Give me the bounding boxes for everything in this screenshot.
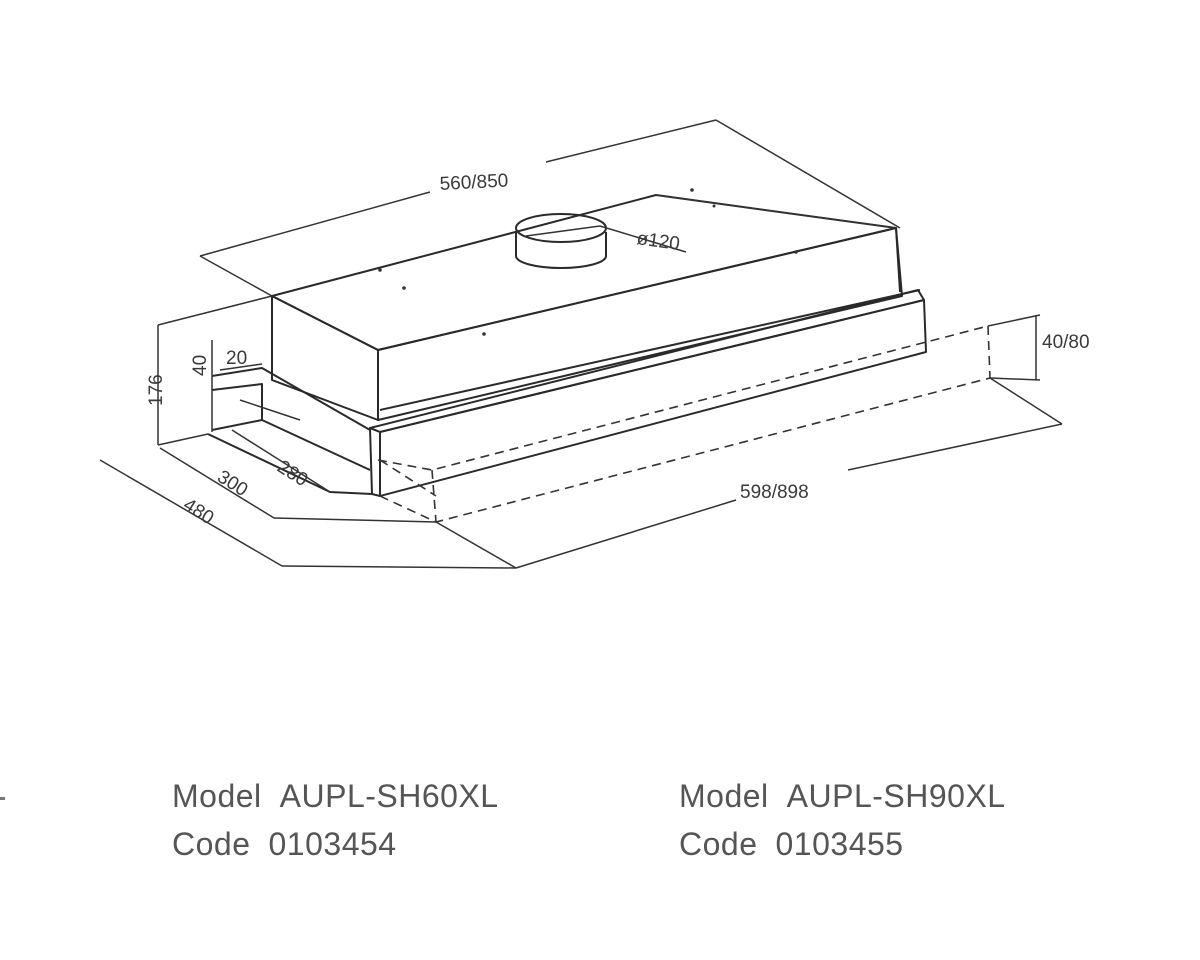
model-line: Model AUPL-SH60XL [172,772,499,820]
mounting-base [211,419,263,431]
visor-extended-top [377,325,989,471]
screw-mark [378,268,382,272]
visor-face [379,299,927,497]
dim-width-ext-right [989,377,1063,425]
screw-mark [712,204,716,208]
screw-mark [482,332,486,336]
screw-mark [402,286,406,290]
dim-depth-total-label: 480 [179,494,217,529]
dim-front-offset-label: 20 [226,348,247,369]
hood-top-back-edge [655,194,897,229]
code-line: Code 0103454 [172,820,499,868]
dim-front-height-label: 40 [190,355,211,376]
screw-mark [794,250,798,254]
dimension-labels: 560/850 ø120 176 40 20 280 300 480 598/8… [146,170,1090,529]
dim-height-label: 176 [146,374,167,406]
dim-height-ext-top [157,295,273,326]
dim-visor-height-label: 40/80 [1042,332,1090,353]
dim-depth-ext [273,517,437,523]
duct-diameter-leader [599,225,687,253]
dim-width-total-label: 598/898 [740,482,809,503]
hood-body [271,194,903,421]
model-value: AUPL-SH60XL [279,778,499,814]
screw-marks [378,188,798,336]
model-label: Model [172,778,262,814]
dim-front-offset-line [219,363,263,371]
duct-collar-body [515,232,607,269]
dim-width-diag-left [515,499,737,569]
visor-extended-side [987,325,991,379]
model-info-90: Model AUPL-SH90XL Code 0103455 [679,772,1006,868]
dimension-lines [99,119,1063,569]
dim-top-length-line-left [199,191,431,257]
dim-width-diag-right [847,423,1063,471]
dim-top-length-ext-left [199,255,273,297]
model-line: Model AUPL-SH90XL [679,772,1006,820]
mounting-bracket [211,367,371,431]
hood-right-face [377,227,903,421]
dim-top-length-line-right [545,119,717,163]
visor-extended-outline [377,325,991,523]
dim-height-ext-bottom [157,433,209,446]
duct-diameter-line [525,225,601,237]
dim-depth-total-line [99,459,283,567]
dim-visor-height-ext-bottom [989,377,1041,381]
hood-top-face [271,194,897,351]
code-label: Code [172,826,251,862]
dim-depth-inner-line [231,429,331,493]
visor [369,289,927,497]
dim-depth-mid-line [159,447,275,519]
code-line: Code 0103455 [679,820,1006,868]
dim-visor-height-ext-top [987,314,1041,327]
model-value: AUPL-SH90XL [786,778,1006,814]
visor-extended-bottom [379,377,991,523]
mounting-inner [239,399,301,421]
dim-width-line-left [281,565,517,569]
screw-mark [690,188,694,192]
edge-mark [0,797,5,800]
visor-front [369,427,381,497]
dim-top-length-ext-right [715,119,901,229]
dim-top-length-label: 560/850 [439,170,509,195]
hood-back-right-edge [895,227,901,293]
dim-depth-mid-label: 300 [213,466,251,501]
duct-collar [515,213,687,269]
model-label: Model [679,778,769,814]
code-value: 0103454 [268,826,397,862]
dim-depth-inner-label: 280 [273,456,311,491]
hood-front-face [271,295,379,421]
code-label: Code [679,826,758,862]
visor-lower-edge [379,289,921,411]
mounting-bracket-lower [211,383,371,471]
model-info-60: Model AUPL-SH60XL Code 0103454 [172,772,499,868]
visor-extended-front [431,469,437,523]
code-value: 0103455 [775,826,904,862]
visor-extended-inner [379,459,437,497]
dim-duct-diameter-label: ø120 [635,228,681,255]
dim-width-ext-left [435,521,517,569]
